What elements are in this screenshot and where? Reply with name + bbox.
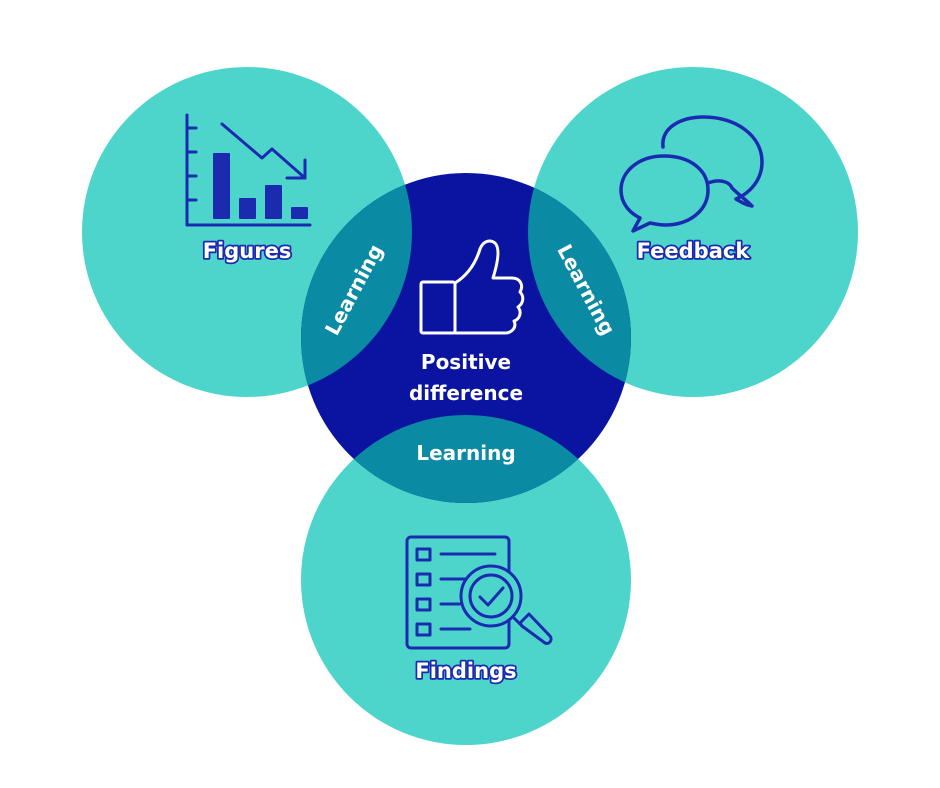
center-label-line1: Positive [421, 350, 511, 374]
feedback-label: Feedback [637, 239, 751, 263]
overlap-left [301, 173, 412, 397]
thumbs-up-icon [419, 239, 525, 335]
center-label-line2: difference [409, 381, 523, 405]
findings-label: Findings [415, 659, 516, 683]
bar-chart-down-icon [185, 113, 312, 227]
checklist-magnifier-icon [405, 535, 553, 650]
bar-chart-bars [213, 153, 308, 219]
figures-label: Figures [203, 239, 292, 263]
speech-bubbles-icon [619, 115, 764, 233]
overlap-bottom-label: Learning [416, 441, 515, 465]
overlap-right [528, 173, 631, 397]
